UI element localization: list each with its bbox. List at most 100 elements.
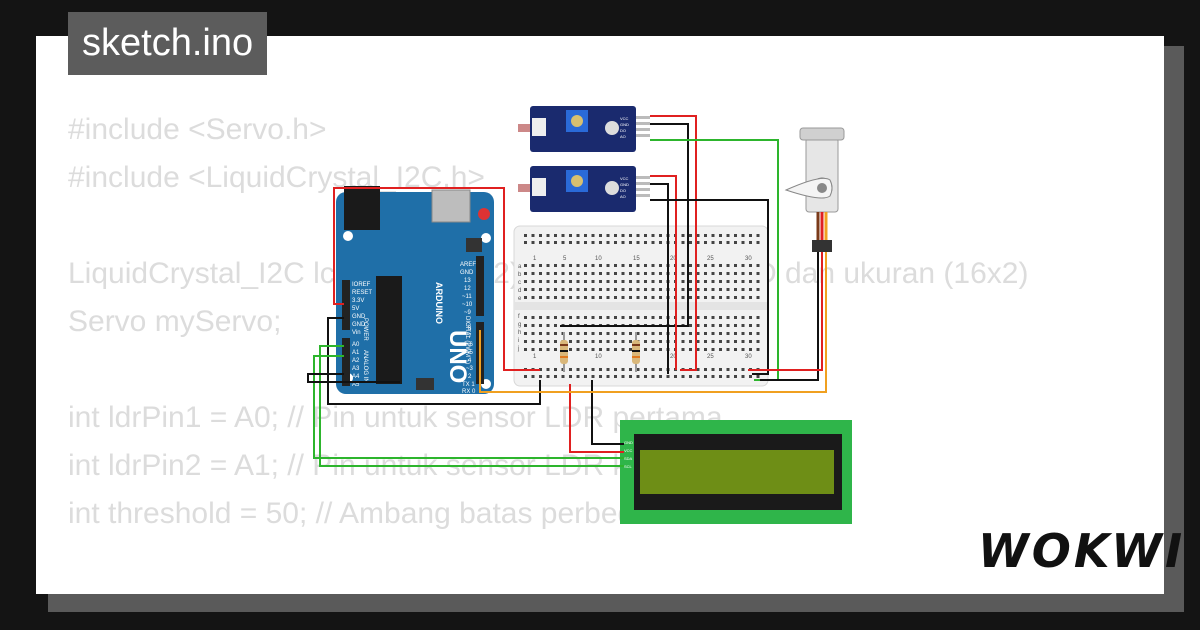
breadboard-hole <box>554 324 557 327</box>
breadboard-hole <box>726 332 730 335</box>
breadboard-hole <box>719 241 722 244</box>
breadboard-hole <box>659 288 662 291</box>
breadboard-hole <box>599 296 602 299</box>
breadboard-hole <box>756 288 760 291</box>
breadboard-hole <box>629 340 632 343</box>
breadboard-holes <box>524 234 760 378</box>
breadboard-hole <box>606 348 610 351</box>
breadboard-hole <box>599 332 602 335</box>
wire-black <box>560 123 689 327</box>
servo-motor[interactable] <box>784 127 845 252</box>
breadboard-hole <box>561 280 565 283</box>
breadboard-hole <box>524 234 527 237</box>
breadboard-hole <box>554 316 557 319</box>
breadboard-hole <box>696 280 700 283</box>
breadboard-hole <box>644 332 647 335</box>
breadboard-hole <box>681 280 685 283</box>
breadboard-hole <box>524 348 527 351</box>
breadboard-hole <box>584 272 587 275</box>
ldr-sensor-module-2[interactable]: VCC GND DO AO <box>518 166 650 212</box>
breadboard-hole <box>621 234 625 237</box>
breadboard-hole <box>591 375 595 378</box>
breadboard-hole <box>561 288 565 291</box>
resistor-2[interactable] <box>632 332 640 372</box>
breadboard-hole <box>719 264 722 267</box>
breadboard[interactable]: 1 5 10 15 20 25 30 1 5 10 15 20 25 30 a … <box>513 225 769 387</box>
breadboard-hole <box>546 368 550 371</box>
breadboard-hole <box>599 272 602 275</box>
breadboard-hole <box>659 241 662 244</box>
breadboard-hole <box>539 288 542 291</box>
breadboard-hole <box>546 332 550 335</box>
breadboard-hole <box>584 348 587 351</box>
breadboard-hole <box>719 324 722 327</box>
ldr-sensor-module-1[interactable]: VCC GND DO AO <box>518 106 650 152</box>
breadboard-hole <box>591 234 595 237</box>
resistor-1[interactable] <box>560 332 568 372</box>
breadboard-hole <box>696 264 700 267</box>
arduino-uno-board[interactable]: UNO ARDUINO DIGITAL (PWM ~) POWER ANALOG… <box>336 186 494 395</box>
breadboard-hole <box>659 264 662 267</box>
breadboard-hole <box>524 340 527 343</box>
breadboard-hole <box>531 234 535 237</box>
file-title: sketch.ino <box>68 12 268 75</box>
breadboard-hole <box>599 288 602 291</box>
code-line: Servo myServo; <box>68 305 282 338</box>
breadboard-hole <box>554 375 557 378</box>
board-brand-label: ARDUINO <box>434 282 444 324</box>
row-letter: i <box>518 338 519 344</box>
breadboard-hole <box>689 264 692 267</box>
breadboard-hole <box>696 241 700 244</box>
breadboard-hole <box>621 296 625 299</box>
breadboard-hole <box>719 272 722 275</box>
wire-black <box>650 183 669 374</box>
breadboard-hole <box>689 288 692 291</box>
breadboard-hole <box>539 368 542 371</box>
breadboard-hole <box>531 241 535 244</box>
breadboard-hole <box>681 272 685 275</box>
breadboard-hole <box>569 288 572 291</box>
breadboard-hole <box>756 348 760 351</box>
breadboard-hole <box>651 280 655 283</box>
row-letter: f <box>518 314 520 320</box>
breadboard-hole <box>606 280 610 283</box>
pin-label: ~3 <box>466 366 474 372</box>
breadboard-hole <box>741 348 745 351</box>
breadboard-hole <box>599 234 602 237</box>
pin-label: ~6 <box>466 342 474 348</box>
breadboard-hole <box>584 332 587 335</box>
breadboard-hole <box>726 234 730 237</box>
lcd-16x2-display[interactable]: GND VCC SDA SCL <box>620 420 852 524</box>
breadboard-hole <box>636 316 640 319</box>
breadboard-hole <box>696 324 700 327</box>
column-number: 30 <box>745 256 752 262</box>
breadboard-hole <box>644 368 647 371</box>
breadboard-hole <box>636 375 640 378</box>
breadboard-hole <box>524 296 527 299</box>
breadboard-hole <box>561 272 565 275</box>
breadboard-hole <box>704 368 707 371</box>
breadboard-hole <box>644 272 647 275</box>
breadboard-hole <box>569 272 572 275</box>
breadboard-hole <box>756 332 760 335</box>
breadboard-hole <box>696 272 700 275</box>
breadboard-hole <box>689 316 692 319</box>
breadboard-hole <box>599 316 602 319</box>
breadboard-hole <box>734 241 737 244</box>
breadboard-hole <box>726 375 730 378</box>
breadboard-hole <box>576 340 580 343</box>
breadboard-hole <box>659 375 662 378</box>
breadboard-hole <box>546 340 550 343</box>
breadboard-hole <box>689 241 692 244</box>
breadboard-hole <box>644 340 647 343</box>
breadboard-hole <box>704 288 707 291</box>
wokwi-logo: WOKWI <box>978 524 1186 578</box>
breadboard-hole <box>681 241 685 244</box>
breadboard-hole <box>636 264 640 267</box>
breadboard-hole <box>621 316 625 319</box>
breadboard-hole <box>531 348 535 351</box>
breadboard-hole <box>659 296 662 299</box>
breadboard-hole <box>531 324 535 327</box>
breadboard-hole <box>554 264 557 267</box>
